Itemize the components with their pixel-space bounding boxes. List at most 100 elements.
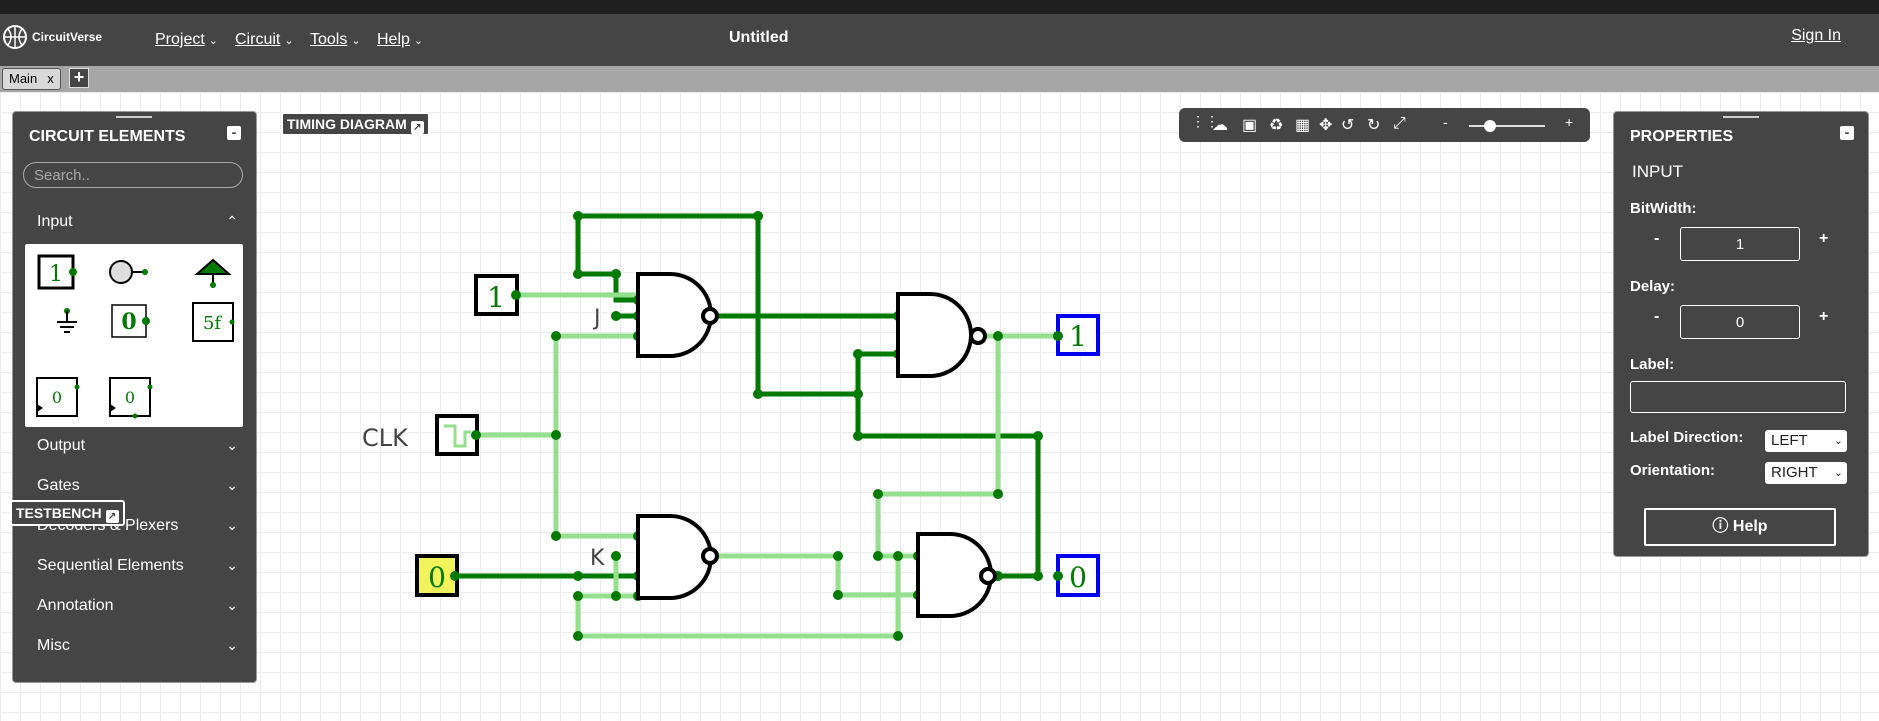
timing-diagram-button[interactable]: TIMING DIAGRAM↗ — [281, 112, 430, 136]
panel-drag-handle[interactable] — [1723, 116, 1759, 118]
rom-element-icon[interactable]: 5f — [192, 302, 235, 342]
save-icon[interactable]: ▣ — [1242, 117, 1258, 134]
high-wires — [452, 213, 1041, 579]
delay-input[interactable]: 0 — [1680, 305, 1800, 339]
fullscreen-icon[interactable]: ⤢ — [1393, 115, 1406, 132]
circuit-elements-panel: CIRCUIT ELEMENTS - Search.. Input ⌃ 1 — [12, 111, 257, 683]
chevron-up-icon[interactable]: ⌃ — [226, 213, 238, 229]
drag-handle-icon[interactable]: ⋮⋮ — [1191, 113, 1219, 129]
redo-icon[interactable]: ↻ — [1367, 117, 1381, 134]
help-label: Help — [1732, 518, 1768, 535]
category-sequential-elements[interactable]: Sequential Elements — [37, 557, 184, 575]
orientation-label: Orientation: — [1630, 462, 1715, 479]
canvas-toolbar: ⋮⋮ ☁ ▣ ♻ ▦ ✥ ↺ ↻ ⤢ - + — [1179, 108, 1590, 142]
label-direction-select[interactable]: LEFT⌄ — [1765, 430, 1847, 452]
label-direction-label: Label Direction: — [1630, 429, 1744, 446]
category-input-label: Input — [37, 213, 73, 230]
bitwidth-input[interactable]: 1 — [1680, 227, 1800, 261]
nand-gate-2 — [896, 292, 973, 378]
category-annotation-label: Annotation — [37, 597, 114, 614]
sign-in-link[interactable]: Sign In — [1791, 27, 1841, 44]
chevron-down-icon[interactable]: ⌄ — [226, 437, 238, 453]
power-element-icon[interactable] — [194, 258, 232, 288]
chevron-down-icon[interactable]: ⌄ — [226, 557, 238, 573]
external-link-icon: ↗ — [105, 510, 119, 523]
delay-increment[interactable]: + — [1819, 308, 1829, 325]
zoom-slider-knob[interactable] — [1484, 120, 1496, 132]
bitwidth-decrement[interactable]: - — [1654, 230, 1660, 247]
help-button[interactable]: ⓘ Help — [1644, 508, 1836, 546]
chevron-down-icon[interactable]: ⌄ — [226, 637, 238, 653]
label-clk: CLK — [362, 424, 409, 452]
panel-drag-handle[interactable] — [116, 116, 152, 118]
category-gates[interactable]: Gates — [37, 477, 80, 495]
category-misc[interactable]: Misc — [37, 637, 70, 655]
zoom-slider[interactable] — [1469, 125, 1545, 127]
nand-gates — [636, 272, 997, 618]
circuit-canvas[interactable]: 1 J CLK 0 K 1 0 — [0, 92, 1879, 721]
upload-cloud-icon[interactable]: ☁ — [1212, 117, 1228, 134]
menu-tools-label: Tools — [310, 31, 348, 48]
circuit-diagram[interactable]: 1 J CLK 0 K 1 0 — [0, 92, 1879, 721]
category-output[interactable]: Output — [37, 437, 85, 455]
image-icon[interactable]: ▦ — [1295, 117, 1311, 134]
testbench-button[interactable]: TESTBENCH↗ — [10, 500, 125, 526]
external-link-icon: ↗ — [410, 121, 424, 134]
orientation-select[interactable]: RIGHT⌄ — [1765, 462, 1847, 484]
stepper-element-icon[interactable]: 0 — [36, 377, 80, 417]
input-element-icon[interactable]: 1 — [37, 254, 77, 290]
menu-project[interactable]: Project⌄ — [155, 31, 218, 49]
menu-help[interactable]: Help⌄ — [377, 31, 423, 49]
zoom-out-button[interactable]: - — [1443, 114, 1448, 130]
stepper-element-glyph: 0 — [52, 388, 62, 407]
circuitverse-logo-icon — [3, 25, 27, 49]
minimize-button[interactable]: - — [1840, 125, 1854, 140]
chevron-down-icon: ⌄ — [351, 35, 361, 47]
output-qbar[interactable]: 0 — [1053, 554, 1100, 597]
input-k[interactable]: 0 — [415, 554, 460, 597]
input-element-glyph: 1 — [49, 262, 63, 287]
add-tab-button[interactable]: + — [69, 68, 89, 88]
nand-gate-1 — [636, 272, 713, 358]
logo[interactable]: CircuitVerse — [2, 24, 102, 50]
delete-icon[interactable]: ♻ — [1269, 117, 1284, 134]
menu-tools[interactable]: Tools⌄ — [310, 31, 361, 49]
menu-circuit[interactable]: Circuit⌄ — [235, 31, 294, 49]
tab-main[interactable]: Main x — [2, 68, 61, 90]
bitwidth-label: BitWidth: — [1630, 200, 1697, 217]
timing-diagram-label: TIMING DIAGRAM — [287, 116, 407, 132]
constant-element-icon[interactable]: 0 — [111, 304, 150, 338]
label-input[interactable] — [1630, 381, 1846, 413]
properties-title: PROPERTIES — [1630, 128, 1734, 145]
category-input[interactable]: Input — [37, 213, 73, 231]
tab-close-icon[interactable]: x — [47, 71, 54, 86]
output-q[interactable]: 1 — [1053, 314, 1100, 356]
nand-gate-3 — [636, 514, 713, 600]
delay-decrement[interactable]: - — [1654, 308, 1660, 325]
tab-main-label: Main — [9, 71, 38, 86]
ground-element-icon[interactable] — [57, 308, 77, 333]
undo-icon[interactable]: ↺ — [1341, 117, 1355, 134]
fit-icon[interactable]: ✥ — [1319, 117, 1333, 134]
category-output-label: Output — [37, 437, 86, 454]
label-j: J — [592, 306, 601, 331]
label-k: K — [590, 546, 605, 571]
input-j[interactable]: 1 — [474, 274, 521, 316]
chevron-down-icon[interactable]: ⌄ — [226, 597, 238, 613]
chevron-down-icon[interactable]: ⌄ — [226, 517, 238, 533]
search-input[interactable]: Search.. — [23, 162, 243, 188]
zoom-in-button[interactable]: + — [1565, 114, 1574, 130]
chevron-down-icon: ⌄ — [284, 35, 294, 47]
input-j-value: 1 — [487, 281, 505, 314]
chevron-down-icon[interactable]: ⌄ — [226, 477, 238, 493]
category-annotation[interactable]: Annotation — [37, 597, 114, 615]
random-element-icon[interactable]: 0 — [109, 377, 153, 419]
bitwidth-increment[interactable]: + — [1819, 230, 1829, 247]
label-label: Label: — [1630, 356, 1675, 373]
logo-text: CircuitVerse — [32, 30, 103, 44]
category-sequential-label: Sequential Elements — [37, 557, 184, 574]
clock-input[interactable] — [435, 414, 481, 456]
element-name: INPUT — [1632, 162, 1683, 181]
minimize-button[interactable]: - — [227, 125, 241, 140]
button-element-icon[interactable] — [109, 260, 148, 284]
